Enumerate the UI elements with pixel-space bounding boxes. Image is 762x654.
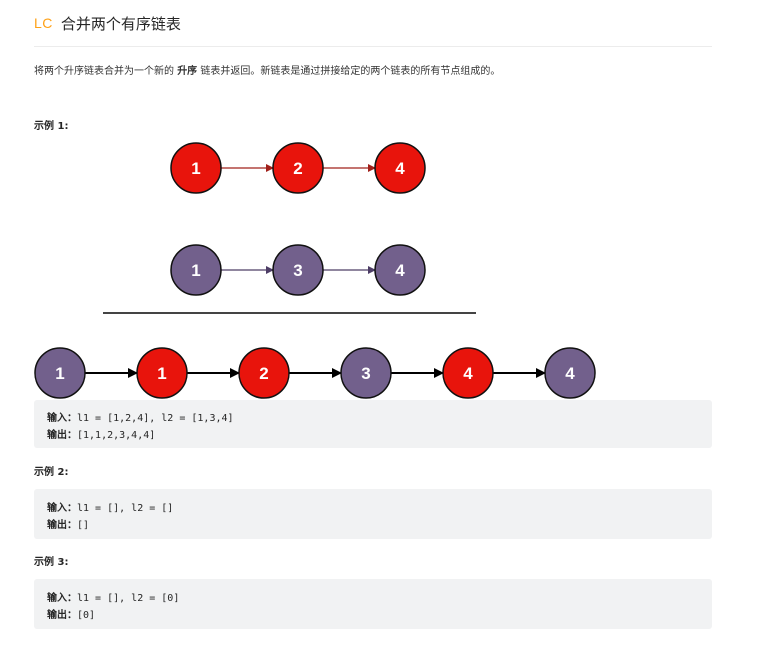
list1-node-label-2: 2: [293, 159, 302, 178]
merged-node-2: 1: [136, 347, 188, 399]
merged-node-circle-3: [238, 347, 290, 399]
description-emphasis: 升序: [177, 66, 198, 77]
list2-node-circle-3: [374, 244, 426, 296]
example-3-input-label: 输入：: [47, 593, 77, 604]
merged-node-circle-6: [544, 347, 596, 399]
merged-node-label-3: 2: [259, 364, 268, 383]
example-1-input-label: 输入：: [47, 413, 77, 424]
merged-node-3: 2: [238, 347, 290, 399]
example-3-code-block: 输入：l1 = [], l2 = [0] 输出：[0]: [34, 579, 712, 629]
merged-node-label-5: 4: [463, 364, 473, 383]
problem-description: 将两个升序链表合并为一个新的 升序 链表并返回。新链表是通过拼接给定的两个链表的…: [34, 62, 500, 77]
list2-node-circle-1: [170, 244, 222, 296]
list1-node-circle-2: [272, 142, 324, 194]
merged-node-label-1: 1: [55, 364, 64, 383]
merged-node-label-4: 3: [361, 364, 370, 383]
list2-node-label-2: 3: [293, 261, 302, 280]
example-2-output-label: 输出：: [47, 520, 77, 531]
example-1-output-value: [1,1,2,3,4,4]: [77, 430, 156, 441]
merged-node-label-6: 4: [565, 364, 575, 383]
problem-title: 合并两个有序链表: [60, 14, 181, 33]
merged-node-6: 4: [544, 347, 596, 399]
list2-node-circle-2: [272, 244, 324, 296]
problem-header: LC 合并两个有序链表: [34, 12, 181, 34]
merged-node-circle-2: [136, 347, 188, 399]
example-2-input-label: 输入：: [47, 503, 77, 514]
example-1-code-block: 输入：l1 = [1,2,4], l2 = [1,3,4] 输出：[1,1,2,…: [34, 400, 712, 448]
example-2-input-value: l1 = [], l2 = []: [77, 503, 174, 514]
merged-node-circle-1: [34, 347, 86, 399]
example-1-input-value: l1 = [1,2,4], l2 = [1,3,4]: [77, 413, 234, 424]
merged-node-5: 4: [442, 347, 494, 399]
list1-node-3: 4: [374, 142, 426, 194]
example-2-title: 示例 2:: [34, 467, 69, 478]
description-text-start: 将两个升序链表合并为一个新的: [34, 66, 178, 77]
example-1-title: 示例 1:: [34, 121, 69, 132]
merged-node-1: 1: [34, 347, 86, 399]
example-1-output-label: 输出：: [47, 430, 77, 441]
merged-node-circle-5: [442, 347, 494, 399]
list1-node-1: 1: [170, 142, 222, 194]
example-3-input-value: l1 = [], l2 = [0]: [77, 593, 180, 604]
list2-node-label-3: 4: [395, 261, 405, 280]
header-divider: [34, 46, 712, 47]
leetcode-logo: LC: [34, 15, 53, 31]
list2-node-1: 1: [170, 244, 222, 296]
list1-node-circle-3: [374, 142, 426, 194]
list1-node-circle-1: [170, 142, 222, 194]
list2-node-2: 3: [272, 244, 324, 296]
description-text-end: 链表并返回。新链表是通过拼接给定的两个链表的所有节点组成的。: [197, 66, 501, 77]
example-3-output-label: 输出：: [47, 610, 77, 621]
list1-node-label-3: 4: [395, 159, 405, 178]
example-2-code-block: 输入：l1 = [], l2 = [] 输出：[]: [34, 489, 712, 539]
merged-node-label-2: 1: [157, 364, 166, 383]
list1-node-2: 2: [272, 142, 324, 194]
list1-node-label-1: 1: [191, 159, 200, 178]
list2-node-3: 4: [374, 244, 426, 296]
list2-node-label-1: 1: [191, 261, 200, 280]
linked-list-merge-diagram: 1 2 4 1 3 4 1 1 2 3 4 4: [34, 142, 596, 399]
example-2-output-value: []: [77, 520, 90, 531]
example-3-output-value: [0]: [77, 610, 96, 621]
merged-node-4: 3: [340, 347, 392, 399]
example-3-title: 示例 3:: [34, 557, 69, 568]
merged-node-circle-4: [340, 347, 392, 399]
